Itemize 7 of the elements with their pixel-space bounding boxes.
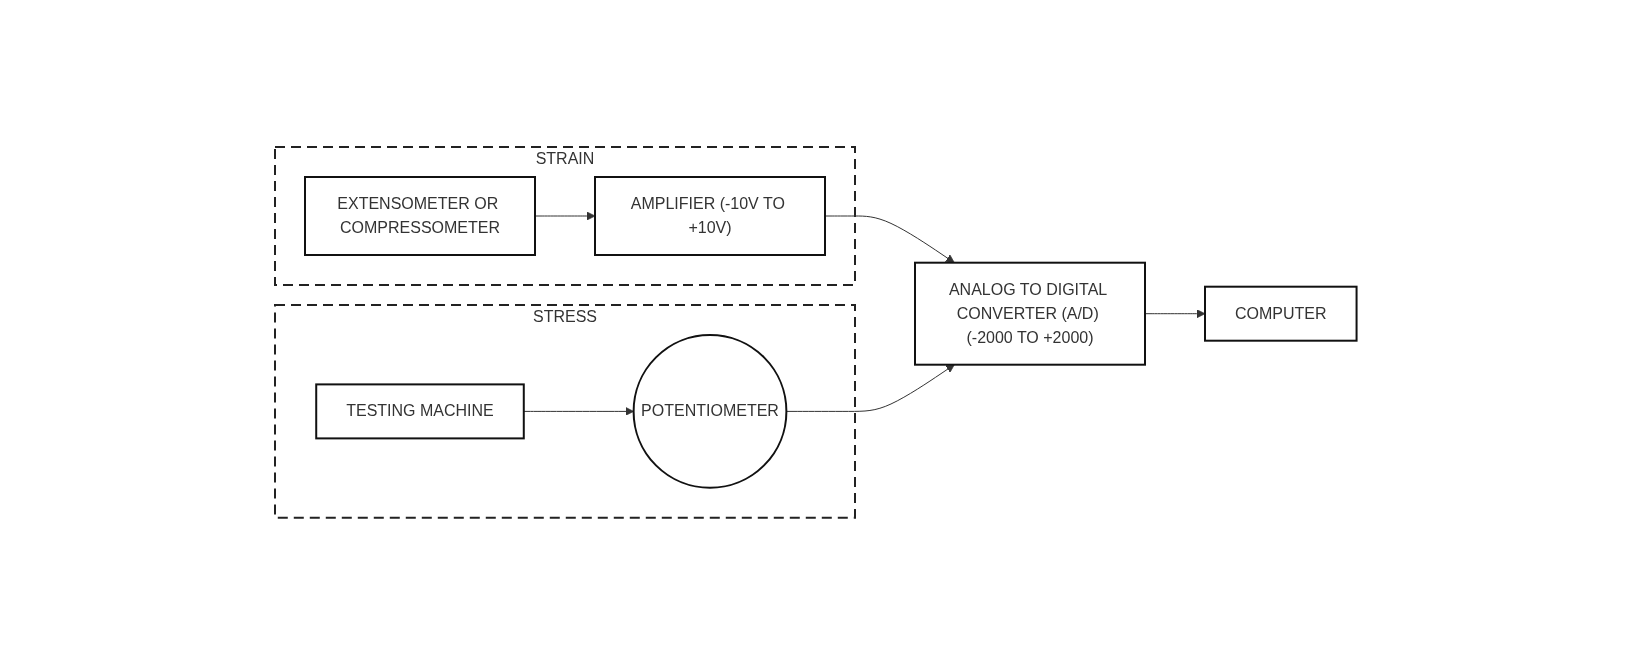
arrow xyxy=(786,364,955,412)
node-box: EXTENSOMETER OR COMPRESSOMETER xyxy=(304,176,537,257)
node-box: ANALOG TO DIGITAL CONVERTER (A/D) (-2000 TO +2000) xyxy=(914,261,1147,366)
node-circle: POTENTIOMETER xyxy=(632,334,788,489)
node-box: TESTING MACHINE xyxy=(315,383,525,440)
node-box: COMPUTER xyxy=(1204,285,1358,342)
node-box: AMPLIFIER (-10V TO +10V) xyxy=(594,176,827,257)
